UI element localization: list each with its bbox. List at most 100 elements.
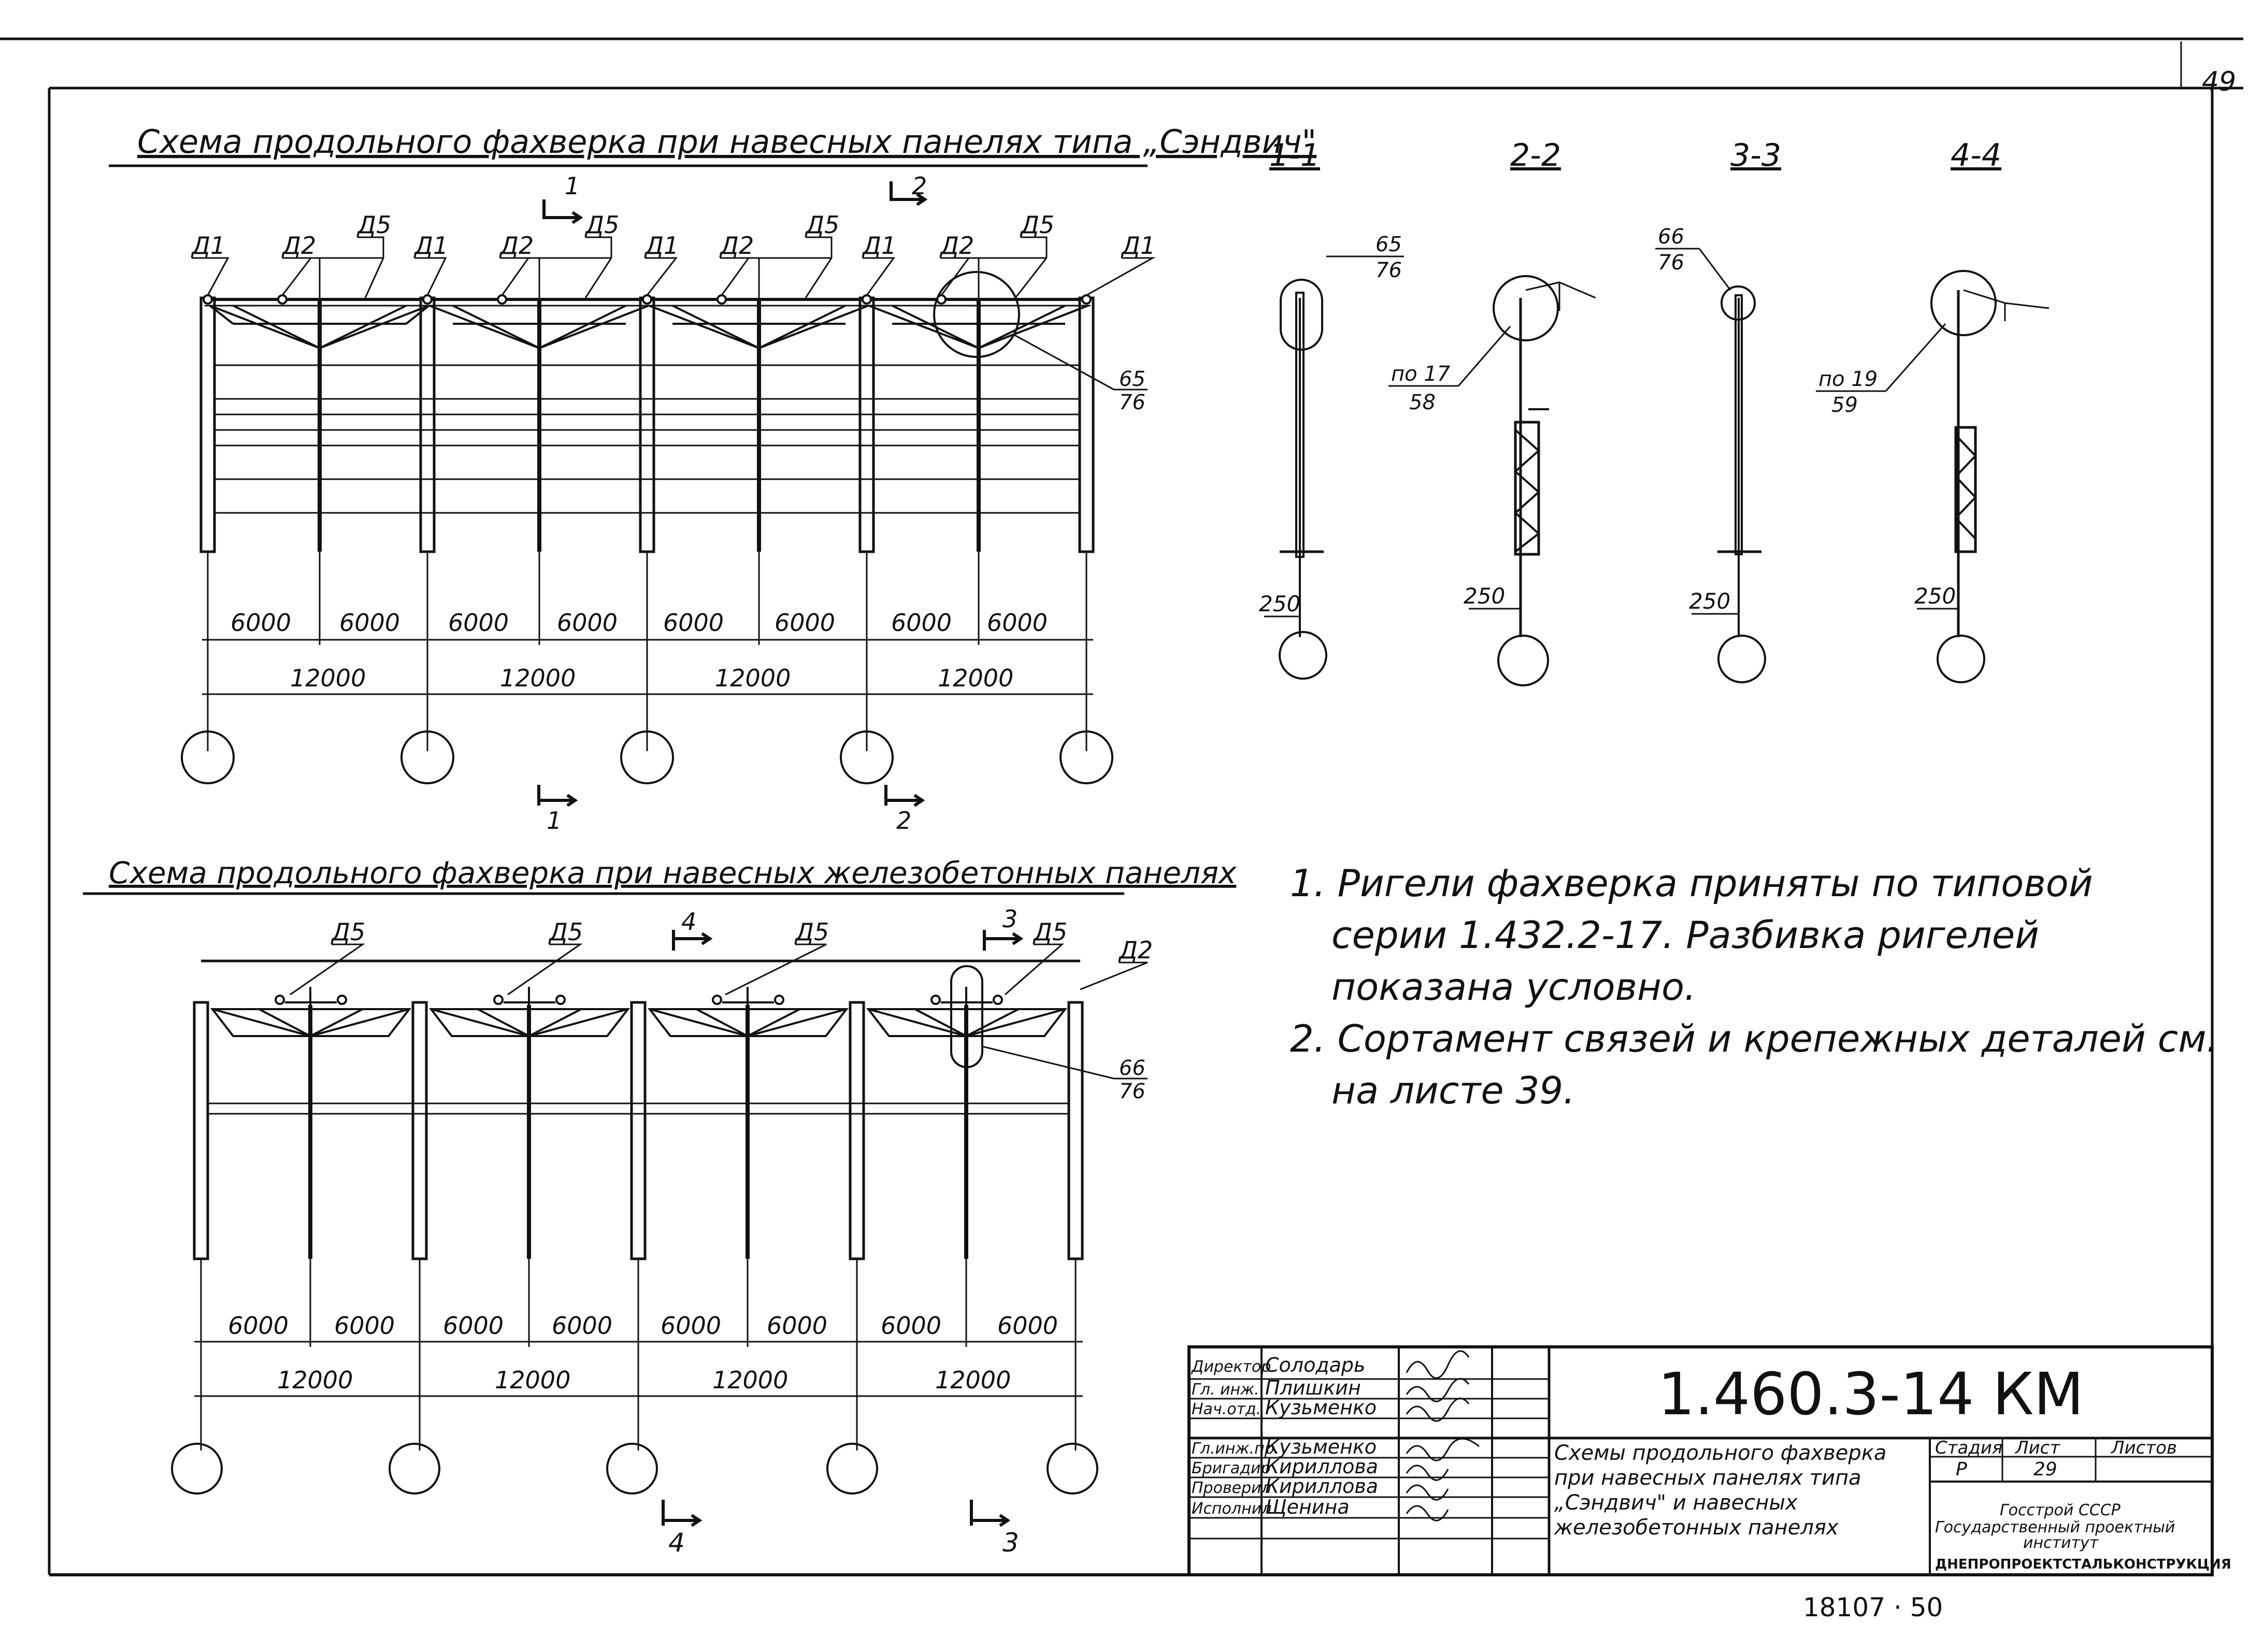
concrete-scheme-title: Схема продольного фахверка при навесных … <box>109 855 1237 890</box>
axis-bubble <box>400 730 454 784</box>
sandwich-section-marks: 1 2 1 2 <box>537 172 928 835</box>
bottom-mark: 3 <box>1002 1528 1019 1558</box>
description-line: железобетонных панелях <box>1554 1516 1839 1540</box>
note-line: показана условно. <box>1331 965 1696 1009</box>
span-6000: 6000 <box>661 1312 721 1340</box>
sheet-value: 29 <box>2033 1459 2057 1480</box>
name-cell: Кириллова <box>1265 1475 1378 1498</box>
label-d2: Д2 <box>1118 936 1153 964</box>
title-block: 1.460.3-14 КМ Директор Гл. инж. Нач.отд.… <box>1187 1345 2231 1576</box>
label-d5: Д5 <box>805 211 839 239</box>
note-line: 2. Сортамент связей и крепежных деталей … <box>1290 1017 2218 1060</box>
axis-bubble <box>389 1443 440 1495</box>
span-6000: 6000 <box>767 1312 827 1340</box>
section-title: 1-1 <box>1269 137 1320 174</box>
role-cell: Гл.инж.пр. <box>1192 1440 1279 1458</box>
stage-value: Р <box>1956 1459 1967 1480</box>
signatures <box>1406 1350 1480 1521</box>
callout-num: 66 <box>1119 1056 1145 1080</box>
detail-oval <box>950 965 983 1068</box>
span-6000: 6000 <box>987 609 1048 637</box>
role-cell: Проверил <box>1192 1479 1271 1497</box>
sandwich-rails <box>214 364 1080 514</box>
label-d5: Д5 <box>356 211 391 239</box>
detail-circle <box>933 271 1020 358</box>
span-12000: 12000 <box>715 664 791 692</box>
label-d1: Д1 <box>1121 232 1155 260</box>
offset-250: 250 <box>1464 583 1505 609</box>
bottom-mark: 2 <box>896 807 911 835</box>
sheet-frame <box>0 37 2243 1576</box>
concrete-dimensions: 6000 6000 6000 6000 6000 6000 6000 6000 … <box>171 1259 1098 1495</box>
span-6000: 6000 <box>881 1312 941 1340</box>
drawing-code: 1.460.3-14 КМ <box>1658 1361 2084 1428</box>
bottom-mark: 1 <box>547 807 562 835</box>
axis-bubble <box>1059 730 1113 784</box>
concrete-detail-labels: Д5 Д5 Д5 Д5 Д2 66 76 <box>290 918 1153 1103</box>
role-cell: Нач.отд. <box>1192 1400 1261 1418</box>
org-line: институт <box>2023 1534 2099 1552</box>
axis-bubble <box>171 1443 223 1495</box>
label-d2: Д2 <box>499 232 534 260</box>
callout-num: 65 <box>1375 233 1402 256</box>
label-d1: Д1 <box>862 232 896 260</box>
label-d5: Д5 <box>548 918 583 946</box>
description-line: Схемы продольного фахверка <box>1554 1441 1886 1465</box>
span-6000: 6000 <box>448 609 509 637</box>
name-cell: Кузьменко <box>1265 1435 1377 1458</box>
callout-den: 76 <box>1119 391 1145 414</box>
role-cell: Бригадир <box>1192 1459 1271 1477</box>
section-views: 1-1 65 76 250 2-2 по 17 58 250 <box>1259 137 2050 686</box>
note-line: серии 1.432.2-17. Разбивка ригелей <box>1331 913 2039 957</box>
label-d5: Д5 <box>1033 918 1067 946</box>
bottom-mark: 4 <box>668 1528 685 1558</box>
sandwich-detail-labels: Д1 Д2 Д5 Д1 Д2 Д5 Д1 Д2 Д5 Д1 Д2 Д5 Д1 6… <box>191 211 1156 414</box>
callout-den: 59 <box>1831 393 1858 417</box>
concrete-columns <box>193 1001 1084 1260</box>
span-6000: 6000 <box>891 609 952 637</box>
axis-bubble <box>1047 1443 1098 1495</box>
offset-250: 250 <box>1259 591 1300 616</box>
section-1-1: 1-1 65 76 250 <box>1259 137 1404 680</box>
header-sheet: Лист <box>2014 1438 2060 1458</box>
description-line: „Сэндвич" и навесных <box>1554 1491 1798 1515</box>
section-4-4: 4-4 по 19 59 250 <box>1816 137 2050 683</box>
section-mark: 2 <box>912 172 927 200</box>
label-d1: Д1 <box>644 232 679 260</box>
callout-num: 65 <box>1119 367 1145 391</box>
concrete-trusses <box>201 959 1080 1115</box>
concrete-scheme: Схема продольного фахверка при навесных … <box>83 855 1237 1558</box>
span-6000: 6000 <box>557 609 618 637</box>
span-6000: 6000 <box>663 609 724 637</box>
name-cell: Кузьменко <box>1265 1396 1377 1419</box>
sandwich-trusses <box>203 271 1092 358</box>
offset-250: 250 <box>1689 588 1730 614</box>
section-title: 3-3 <box>1730 137 1781 174</box>
span-6000: 6000 <box>339 609 400 637</box>
section-mark: 4 <box>681 908 696 936</box>
page-number: 49 <box>2202 66 2236 97</box>
callout-num: по 19 <box>1818 367 1878 391</box>
header-stage: Стадия <box>1935 1438 2002 1458</box>
span-6000: 6000 <box>231 609 291 637</box>
org-line: Госстрой СССР <box>2000 1501 2121 1519</box>
label-d2: Д2 <box>281 232 316 260</box>
axis-bubble <box>620 730 674 784</box>
axis-bubble <box>181 730 235 784</box>
callout-den: 58 <box>1409 391 1436 414</box>
callout-den: 76 <box>1119 1080 1145 1103</box>
general-notes: 1. Ригели фахверка приняты по типовой се… <box>1290 861 2218 1112</box>
span-6000: 6000 <box>552 1312 612 1340</box>
span-12000: 12000 <box>938 664 1013 692</box>
label-d1: Д1 <box>191 232 225 260</box>
span-12000: 12000 <box>277 1366 353 1394</box>
role-cell: Директор <box>1191 1358 1271 1376</box>
callout-den: 76 <box>1658 251 1684 275</box>
description-line: при навесных панелях типа <box>1554 1466 1861 1490</box>
section-title: 2-2 <box>1510 137 1561 174</box>
label-d5: Д5 <box>331 918 365 946</box>
header-sheets: Листов <box>2110 1438 2177 1458</box>
callout-num: по 17 <box>1391 362 1451 386</box>
note-line: на листе 39. <box>1331 1069 1575 1112</box>
span-6000: 6000 <box>443 1312 504 1340</box>
